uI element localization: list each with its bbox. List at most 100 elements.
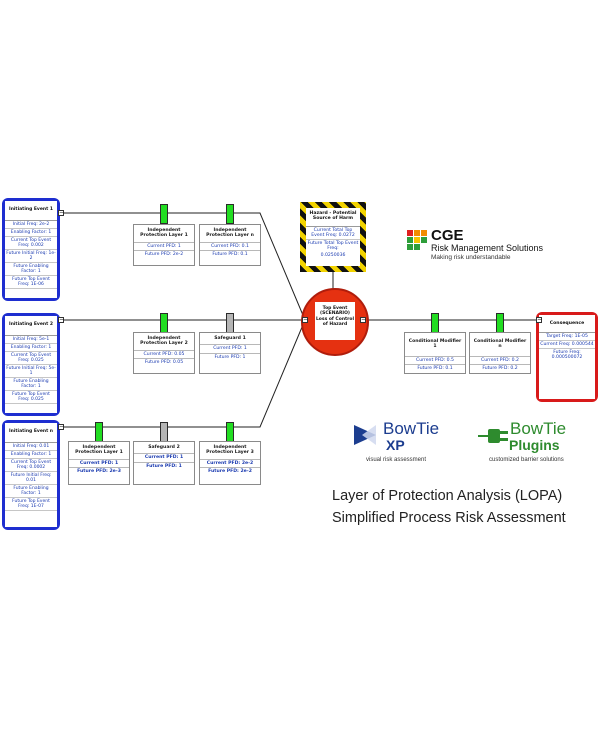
barrier-future-pfd: Future PFD: 0.1	[200, 249, 260, 258]
conditional-modifier-n[interactable]: Conditional Modifier n Current PFD: 0.2 …	[469, 332, 531, 374]
ie-line: Current Top Event Freq: 0.0002	[5, 459, 57, 472]
barrier-ipl-3[interactable]: Independent Protection Layer 3 Current P…	[199, 441, 261, 485]
consequence-box[interactable]: Consequence Target Freq: 1E-05 Current F…	[536, 312, 598, 402]
barrier-current-pfd: Current PFD: 0.05	[134, 349, 194, 358]
initiating-event-title: Initiating Event n	[5, 423, 57, 443]
barrier-future-pfd: Future PFD: 2e-2	[200, 466, 260, 475]
barrier-ipl-n[interactable]: Independent Protection Layer n Current P…	[199, 224, 261, 266]
bowtie-xp-tagline: visual risk assessment	[366, 457, 427, 463]
barrier-current-pfd: Current PFD: 1	[69, 458, 129, 467]
connector-node[interactable]: −	[360, 316, 367, 323]
barrier-future-pfd: Future PFD: 0.05	[134, 357, 194, 366]
bowtie-plugins-tagline: customized barrier solutions	[489, 457, 564, 463]
barrier-ipl-1[interactable]: Independent Protection Layer 1 Current P…	[133, 224, 195, 266]
conditional-modifier-1[interactable]: Conditional Modifier 1 Current PFD: 0.5 …	[404, 332, 466, 374]
ie-line: Initial Freq: 2e-2	[5, 221, 57, 229]
cge-name: CGE	[431, 227, 464, 244]
connector-node[interactable]: −	[58, 209, 65, 216]
barrier-title: Independent Protection Layer 1	[75, 445, 123, 456]
connector-node[interactable]: −	[536, 316, 543, 323]
barrier-ipl-2[interactable]: Independent Protection Layer 2 Current P…	[133, 332, 195, 374]
modifier-current-pfd: Current PFD: 0.2	[470, 355, 530, 364]
modifier-future-pfd: Future PFD: 0.2	[470, 363, 530, 372]
ie-line: Future Enabling Factor: 1	[5, 485, 57, 498]
barrier-status-tab	[95, 422, 103, 442]
ie-line: Future Initial Freq: 0.01	[5, 472, 57, 485]
barrier-title: Independent Protection Layer n	[206, 228, 254, 239]
barrier-status-tab	[160, 313, 168, 333]
ie-line: Current Top Event Freq: 0.002	[5, 237, 57, 250]
hazard-box[interactable]: Hazard - Potential Source of Harm Curren…	[300, 202, 366, 272]
ie-line: Initial Freq: 5e-1	[5, 336, 57, 344]
consequence-title: Consequence	[539, 315, 595, 333]
modifier-title: Conditional Modifier 1	[408, 339, 462, 350]
barrier-status-tab	[160, 422, 168, 442]
ie-line: Future Initial Freq: 5e-1	[5, 366, 57, 378]
plug-icon	[478, 429, 508, 443]
bowtie-xp-icon	[354, 425, 376, 445]
barrier-title: Independent Protection Layer 1	[140, 228, 188, 239]
ie-line: Future Initial Freq: 1e-2	[5, 251, 57, 263]
barrier-future-pfd: Future PFD: 2e-3	[69, 466, 129, 475]
bowtie-xp-word: BowTie	[383, 419, 440, 438]
barrier-future-pfd: Future PFD: 1	[134, 461, 194, 470]
barrier-title: Safeguard 1	[214, 336, 246, 341]
barrier-current-pfd: Current PFD: 1	[134, 241, 194, 250]
initiating-event-title: Initiating Event 1	[5, 201, 57, 221]
barrier-ipl-1-row3[interactable]: Independent Protection Layer 1 Current P…	[68, 441, 130, 485]
barrier-title: Safeguard 2	[148, 445, 180, 450]
caption-line-2: Simplified Process Risk Assessment	[332, 510, 566, 526]
connector-node[interactable]: −	[58, 316, 65, 323]
hazard-future-label: Future Total Top Event Freq:	[307, 241, 359, 251]
cge-tagline: Making risk understandable	[431, 254, 511, 261]
ie-line: Future Top Event Freq: 1E-07	[5, 498, 57, 511]
initiating-event-title: Initiating Event 2	[5, 316, 57, 336]
modifier-status-tab	[431, 313, 439, 333]
initiating-event-2[interactable]: Initiating Event 2 Initial Freq: 5e-1 En…	[2, 313, 60, 416]
top-event[interactable]: Top Event (SCENARIO) Loss of Control of …	[301, 288, 369, 356]
ie-line: Enabling Factor: 1	[5, 229, 57, 237]
cge-subtitle: Risk Management Solutions	[431, 243, 544, 253]
ie-line: Enabling Factor: 1	[5, 451, 57, 459]
barrier-future-pfd: Future PFD: 2e-2	[134, 249, 194, 258]
bowtie-xp-suffix: XP	[386, 437, 405, 453]
connector-node[interactable]: −	[302, 316, 309, 323]
modifier-title: Conditional Modifier n	[473, 339, 527, 350]
modifier-status-tab	[496, 313, 504, 333]
ie-line: Future Enabling Factor: 1	[5, 263, 57, 276]
consequence-line: Target Freq: 1E-05	[539, 333, 595, 341]
top-event-label: Top Event (SCENARIO) Loss of Control of …	[315, 302, 355, 340]
connector-node[interactable]: −	[58, 423, 65, 430]
ie-line: Future Top Event Freq: 0.025	[5, 391, 57, 404]
barrier-title: Independent Protection Layer 3	[206, 445, 254, 456]
modifier-current-pfd: Current PFD: 0.5	[405, 355, 465, 364]
barrier-current-pfd: Current PFD: 0.1	[200, 241, 260, 250]
barrier-current-pfd: Current PFD: 1	[200, 344, 260, 352]
bowtie-plugins-word: BowTie	[510, 419, 567, 438]
ie-line: Initial Freq: 0.01	[5, 443, 57, 451]
ie-line: Current Top Event Freq: 0.025	[5, 352, 57, 365]
barrier-status-tab	[226, 204, 234, 224]
barrier-future-pfd: Future PFD: 1	[200, 352, 260, 361]
barrier-safeguard-1[interactable]: Safeguard 1 Current PFD: 1 Future PFD: 1	[199, 332, 261, 374]
barrier-title: Independent Protection Layer 2	[140, 336, 188, 347]
barrier-safeguard-2[interactable]: Safeguard 2 Current PFD: 1 Future PFD: 1	[133, 441, 195, 485]
ie-line: Future Enabling Factor: 1	[5, 378, 57, 391]
modifier-future-pfd: Future PFD: 0.1	[405, 363, 465, 372]
hazard-future-value: 0.0250036	[320, 253, 346, 258]
bowtie-plugins-suffix: Plugins	[509, 437, 560, 453]
barrier-status-tab	[226, 422, 234, 442]
cge-logo-mark	[407, 230, 429, 252]
hazard-title: Hazard - Potential Source of Harm	[306, 208, 360, 227]
hazard-current-freq: Current Total Top Event Freq: 0.0272	[306, 227, 360, 240]
initiating-event-1[interactable]: Initiating Event 1 Initial Freq: 2e-2 En…	[2, 198, 60, 301]
caption-line-1: Layer of Protection Analysis (LOPA)	[332, 488, 563, 504]
barrier-status-tab	[226, 313, 234, 333]
consequence-line: Current Freq: 0.000544	[539, 342, 595, 349]
barrier-current-pfd: Current PFD: 2e-2	[200, 458, 260, 467]
ie-line: Future Top Event Freq: 1E-06	[5, 276, 57, 289]
ie-line: Enabling Factor: 1	[5, 344, 57, 352]
initiating-event-n[interactable]: Initiating Event n Initial Freq: 0.01 En…	[2, 420, 60, 530]
barrier-status-tab	[160, 204, 168, 224]
